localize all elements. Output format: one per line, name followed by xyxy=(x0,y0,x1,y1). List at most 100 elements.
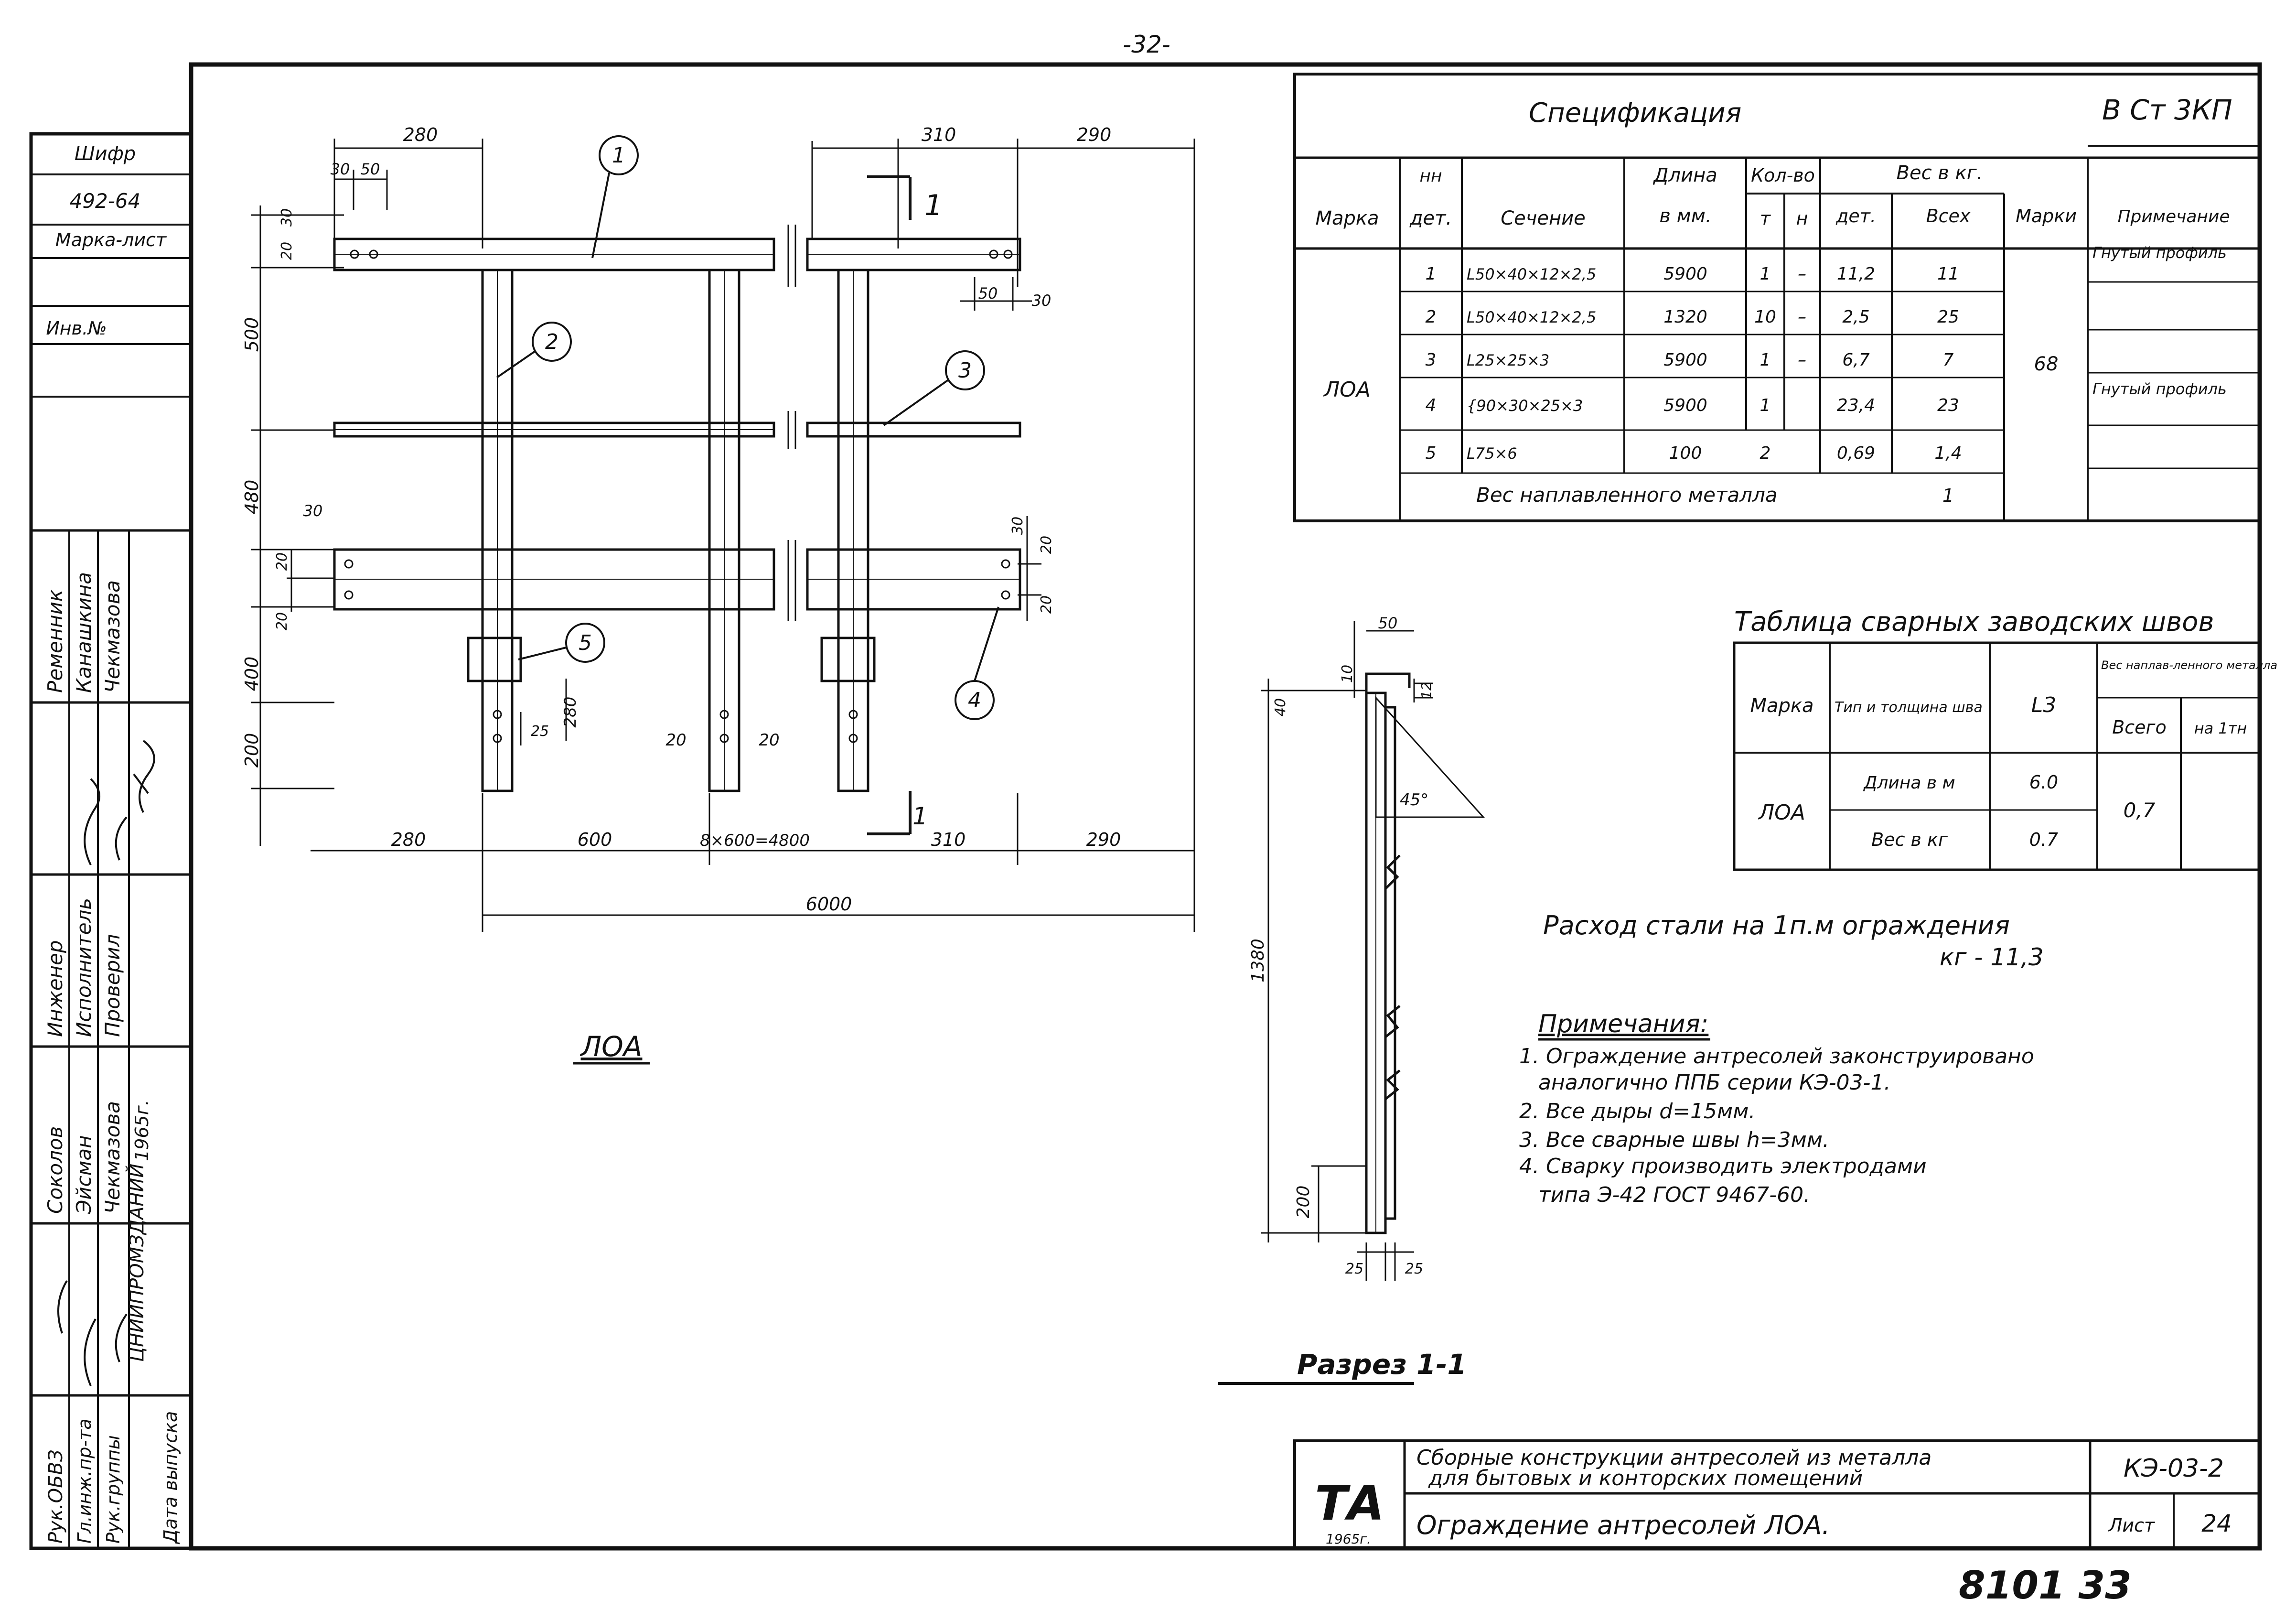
weld-header-weight: Вес наплав-ленного металла xyxy=(2101,659,2277,672)
dim-left-30b: 30 xyxy=(303,502,323,520)
side-year: 1965г. xyxy=(131,1100,152,1161)
title-logo: ТА xyxy=(1315,1475,1384,1531)
weld-header-per-t: на 1тн xyxy=(2194,719,2247,737)
weld-header-type: Тип и толщина шва xyxy=(1835,699,1983,716)
dim-left-20: 20 xyxy=(279,242,295,260)
spec-row-1-t: 1 xyxy=(1760,264,1771,284)
spec-weld-metal-value: 1 xyxy=(1942,485,1954,506)
plan-title: ЛОА xyxy=(580,1030,643,1063)
dim-total-6000: 6000 xyxy=(806,894,852,915)
spec-row-3-n: 3 xyxy=(1426,350,1437,370)
notes-block: Примечания: 1. Ограждение антресолей зак… xyxy=(1519,1010,2034,1207)
spec-row-2-h: – xyxy=(1798,307,1806,327)
spec-row-2-t: 10 xyxy=(1754,307,1776,327)
spec-row-3-h: – xyxy=(1798,350,1806,370)
dim-right-20b: 20 xyxy=(1038,595,1055,614)
spec-row-1-section: L50×40×12×2,5 xyxy=(1467,265,1596,283)
shifr-label: Шифр xyxy=(75,143,136,165)
note-line-6: типа Э-42 ГОСТ 9467-60. xyxy=(1538,1183,1810,1207)
marka-list-label: Марка-лист xyxy=(55,229,167,250)
callout-2: 2 xyxy=(545,330,558,354)
spec-header-ves-marki: Марки xyxy=(2016,205,2077,227)
name-chekmazova-2: Чекмазова xyxy=(101,1101,124,1214)
spec-header-det: дет. xyxy=(1409,207,1452,229)
spec-header-t: т xyxy=(1760,208,1771,229)
role-group-head: Рук.группы xyxy=(103,1435,124,1544)
spec-row-1-w-all: 11 xyxy=(1937,264,1959,284)
title-sheet-label: Лист xyxy=(2108,1515,2156,1536)
spec-row-4-length: 5900 xyxy=(1663,396,1707,415)
dim-inner-25: 25 xyxy=(531,723,549,740)
weld-row2-label: Вес в кг xyxy=(1871,829,1948,850)
dim-left-20b: 20 xyxy=(274,552,290,571)
spec-header-ves: Вес в кг. xyxy=(1897,162,1983,184)
release-date-label: Дата выпуска xyxy=(160,1411,181,1544)
name-sokolov: Соколов xyxy=(43,1126,67,1214)
role-head-obvz: Рук.ОБВЗ xyxy=(45,1449,67,1544)
steel-usage-line1: Расход стали на 1п.м ограждения xyxy=(1543,910,2010,940)
section-mark-top: 1 xyxy=(924,189,943,222)
dim-inner-20b: 20 xyxy=(759,731,779,750)
weld-row1-label: Длина в м xyxy=(1863,773,1955,793)
spec-mark: ЛОА xyxy=(1323,378,1371,402)
dim-right-30: 30 xyxy=(1032,292,1051,310)
weld-header-symbol: L3 xyxy=(2031,693,2057,717)
title-year: 1965г. xyxy=(1326,1531,1371,1547)
spec-row-5-section: L75×6 xyxy=(1467,444,1517,463)
spec-header-nn: нн xyxy=(1419,166,1442,186)
spec-row-1-length: 5900 xyxy=(1663,264,1707,284)
role-checker: Проверил xyxy=(101,934,124,1037)
spec-row-1-n: 1 xyxy=(1426,264,1437,284)
dim-right-20: 20 xyxy=(1038,536,1055,554)
dim-left-480: 480 xyxy=(241,480,262,515)
dim-bottom-600: 600 xyxy=(578,829,612,850)
spec-table: Спецификация В Ст 3КП Марка нн дет. Сече… xyxy=(1293,73,2261,522)
dim-top-290: 290 xyxy=(1077,124,1112,145)
dim-inner-280: 280 xyxy=(561,697,580,728)
spec-header-kol-vo: Кол-во xyxy=(1751,165,1815,186)
spec-row-5-w-det: 0,69 xyxy=(1837,443,1875,463)
spec-title: Спецификация xyxy=(1529,97,1741,129)
dim-left-400: 400 xyxy=(241,657,262,691)
callout-3: 3 xyxy=(958,358,972,383)
spec-row-3-t: 1 xyxy=(1760,350,1771,370)
section-1-1: 50 10 12 40 45° 1380 200 25 25 Разрез 1-… xyxy=(1218,614,1485,1385)
spec-header-ves-vseh: Всех xyxy=(1926,205,1971,227)
spec-row-4-n: 4 xyxy=(1426,396,1437,415)
spec-material: В Ст 3КП xyxy=(2102,94,2232,126)
section-dim-45deg: 45° xyxy=(1400,790,1428,810)
title-series: КЭ-03-2 xyxy=(2124,1454,2224,1483)
spec-row-4-t: 1 xyxy=(1760,396,1771,415)
section-title: Разрез 1-1 xyxy=(1297,1348,1467,1381)
note-line-4: 3. Все сварные швы h=3мм. xyxy=(1519,1128,1829,1152)
spec-row-4-w-det: 23,4 xyxy=(1837,396,1875,415)
section-dim-25b: 25 xyxy=(1405,1261,1423,1277)
weld-row2-value: 0.7 xyxy=(2029,829,2058,850)
section-mark-bottom: 1 xyxy=(912,802,928,830)
dim-top-310: 310 xyxy=(922,124,956,145)
note-line-3: 2. Все дыры d=15мм. xyxy=(1519,1099,1755,1123)
spec-mark-weight: 68 xyxy=(2034,353,2059,375)
spec-header-n: н xyxy=(1796,208,1808,229)
title-line1: Сборные конструкции антресолей из металл… xyxy=(1416,1446,1931,1470)
spec-row-4-note: Гнутый профиль xyxy=(2092,380,2227,398)
spec-row-4-section: {90×30×25×3 xyxy=(1467,397,1583,415)
weld-total: 0,7 xyxy=(2124,799,2156,822)
spec-row-3-length: 5900 xyxy=(1663,350,1707,370)
spec-row-5-w-all: 1,4 xyxy=(1934,443,1962,463)
dim-bottom-4800: 8×600=4800 xyxy=(700,831,810,850)
spec-header-marka: Марка xyxy=(1315,207,1379,229)
dim-left-500: 500 xyxy=(241,317,262,352)
side-stamp-block: Шифр 492-64 Марка-лист Инв.№ Ременник Ка… xyxy=(31,143,191,1548)
weld-row1-value: 6.0 xyxy=(2029,772,2058,793)
steel-usage-line2: кг - 11,3 xyxy=(1940,943,2044,971)
spec-row-2-w-all: 25 xyxy=(1937,307,1959,327)
dim-bottom-310: 310 xyxy=(931,829,966,850)
dim-left-200: 200 xyxy=(241,733,262,768)
role-executor: Исполнитель xyxy=(72,898,96,1037)
spec-row-5-t: 2 xyxy=(1760,443,1771,463)
callout-1: 1 xyxy=(612,143,625,168)
weld-header-marka: Марка xyxy=(1750,695,1813,717)
dim-left-30: 30 xyxy=(279,208,295,227)
